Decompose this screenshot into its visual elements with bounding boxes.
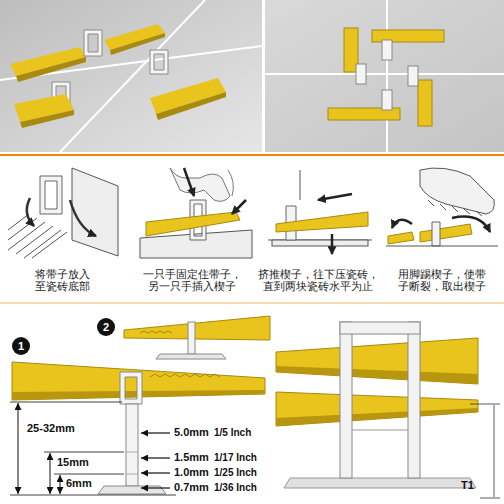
tile-render (0, 0, 262, 152)
step-caption: 用脚踢楔子，使带 子断裂，取出楔子 (393, 268, 491, 292)
assembled-leveler (276, 322, 478, 488)
inch-label: 1/5 Inch (214, 427, 251, 439)
callout-number: 1 (18, 341, 24, 352)
wedge-diagram (12, 362, 265, 494)
dimension-lines (470, 404, 500, 498)
step-illustration (140, 168, 252, 258)
inch-label: 1/36 Inch (214, 482, 257, 494)
callout-circle: 2 (97, 318, 115, 336)
tile-render-top-view (265, 0, 504, 152)
inch-label: 1/17 Inch (214, 452, 257, 464)
wedge-diagram (124, 316, 270, 359)
step-illustration (386, 168, 498, 246)
callout-circle: 1 (12, 337, 30, 355)
step-illustration (268, 170, 372, 254)
dimension-label: 6mm (66, 477, 92, 490)
step-illustration (8, 168, 118, 258)
inch-label: 1/25 Inch (214, 467, 257, 479)
thickness-label: 1.5mm (174, 451, 209, 464)
callout-number: 2 (103, 322, 109, 333)
step-caption: 将带子放入 至瓷砖底部 (29, 268, 95, 292)
step-caption: 挤推楔子，往下压瓷砖， 直到两块瓷砖水平为止 (255, 268, 381, 292)
dimension-label: 25-32mm (27, 422, 75, 435)
thickness-label: 5.0mm (174, 426, 209, 439)
thickness-label: 1.0mm (174, 466, 209, 479)
step-caption: 一只手固定住带子， 另一只手插入楔子 (137, 268, 247, 292)
thickness-label: 0.7mm (174, 481, 209, 494)
dimension-label: 15mm (57, 456, 89, 469)
dimension-label: T1 (461, 479, 474, 492)
dimension-lines (10, 402, 176, 495)
